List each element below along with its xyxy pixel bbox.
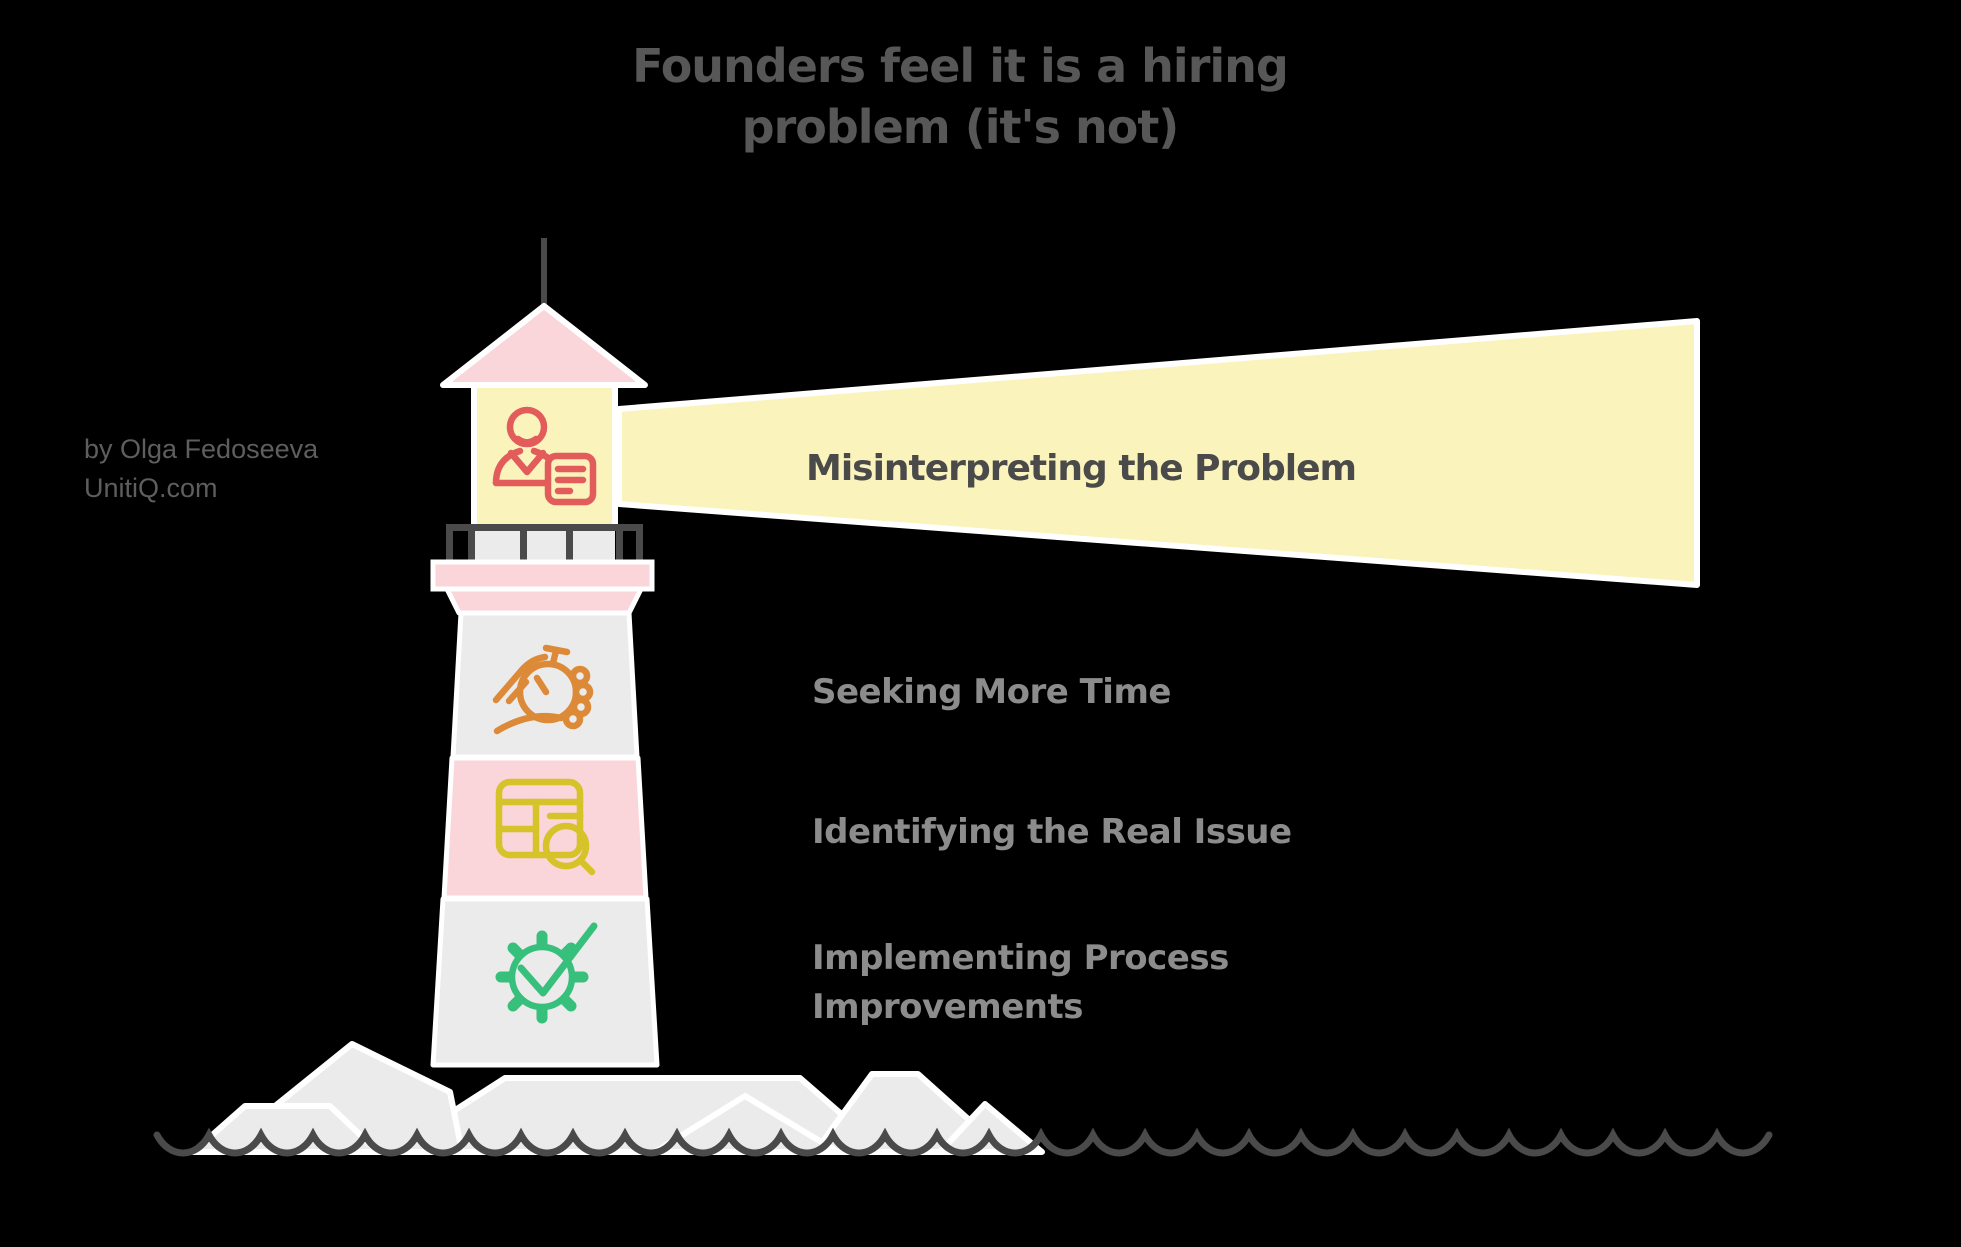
table-search-icon [495,778,596,876]
gallery-floor [474,525,615,565]
stage-label-implementing-improvements: Implementing Process Improvements [812,938,1229,1028]
roof [440,303,648,388]
light-beam [616,318,1700,588]
person-report-icon [492,406,597,506]
page-title: Founders feel it is a hiring problem (it… [632,39,1289,154]
rock-left-step [190,1103,381,1155]
stage-label-identifying-real-issue: Identifying the Real Issue [812,812,1292,852]
wave-line [153,1127,1773,1157]
stopwatch-in-hand-icon [492,644,594,735]
gallery-band [430,559,655,592]
railing-posts [446,524,643,566]
rocks [190,1041,1045,1155]
tower-section-gray-2 [430,896,660,1068]
attribution: by Olga Fedoseeva UnitiQ.com [84,434,319,504]
beam-label: Misinterpreting the Problem [806,448,1357,489]
rock-right-slope [937,1101,1045,1155]
railing-top-rail [446,524,643,531]
stage-label-seeking-more-time: Seeking More Time [812,672,1171,712]
gallery-neck [444,586,644,616]
gear-check-icon [495,922,598,1024]
